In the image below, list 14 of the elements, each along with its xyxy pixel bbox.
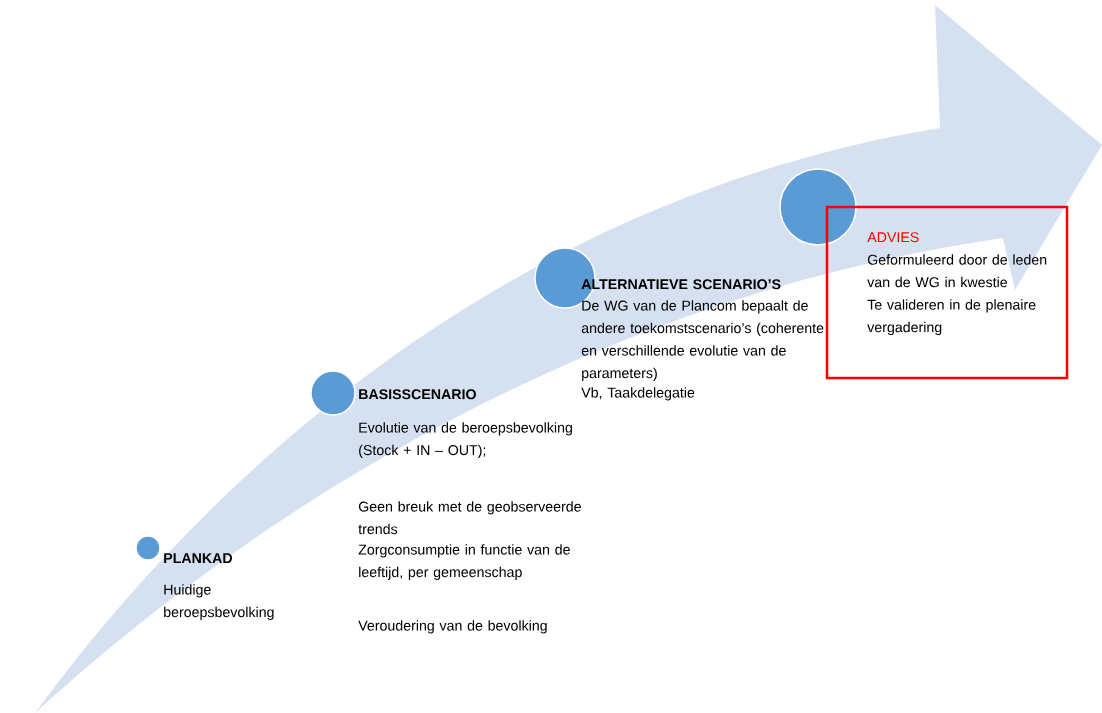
heading: BASISSCENARIO: [359, 389, 476, 400]
circle-marker: [779, 168, 857, 246]
caption-text: Zorgconsumptie in functie van de leeftijd, per gemeenschap: [358, 544, 570, 580]
caption-text: Veroudering van de bevolking: [358, 620, 547, 634]
caption-text: De WG van de Plancom bepaalt de andere toekomstscenario’s (coherente en verschillende evolutie van de parameters): [581, 300, 824, 381]
caption-text: Evolutie van de beroepsbevolking (Stock + IN – OUT);: [359, 422, 572, 458]
circle-marker: [135, 535, 161, 561]
circle-marker: [310, 370, 356, 416]
advice-box: ADVIES Geformuleerd door de leden van de WG in kwestie Te valideren in de plenaire vergadering: [825, 205, 1069, 380]
heading: PLANKAD: [164, 553, 232, 563]
heading: ALTERNATIEVE SCENARIO’S: [581, 279, 781, 290]
caption-text: Geen breuk met de geobserveerde trends: [358, 501, 581, 535]
caption-text: Huidige beroepsbevolking: [164, 584, 274, 620]
caption-text: Vb, Taakdelegatie: [581, 387, 695, 401]
